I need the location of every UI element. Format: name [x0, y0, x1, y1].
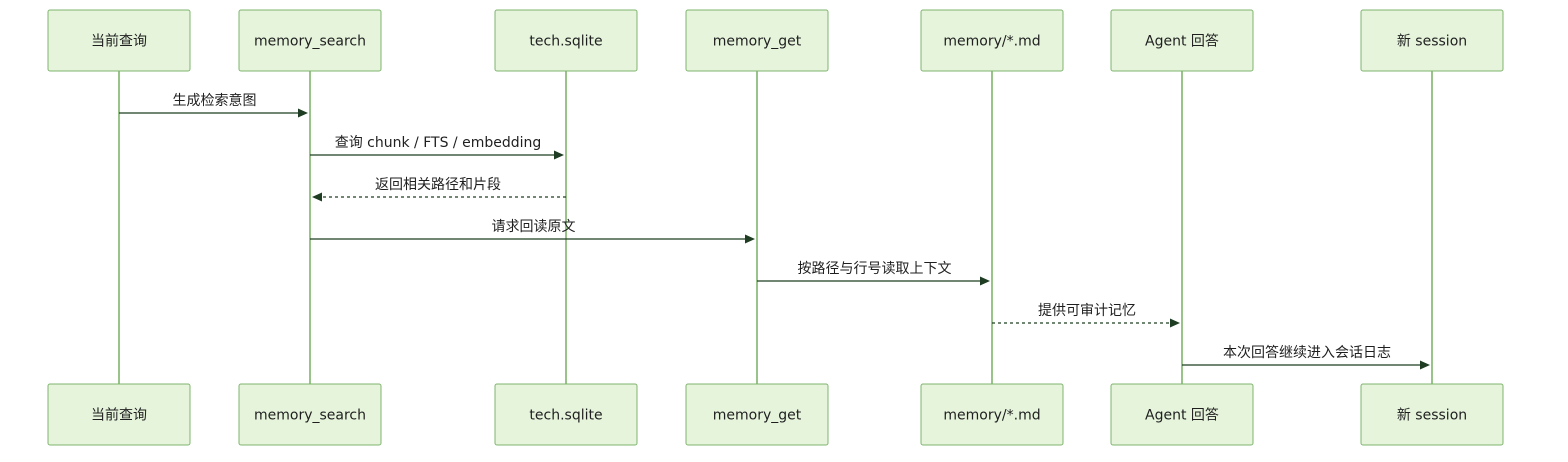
actor-new_session-top: 新 session — [1360, 9, 1504, 72]
actor-box — [494, 383, 638, 446]
actor-label: 新 session — [1397, 408, 1467, 424]
message-3: 返回相关路径和片段 — [312, 177, 566, 202]
actor-query-top: 当前查询 — [47, 9, 191, 72]
message-5: 按路径与行号读取上下文 — [757, 260, 990, 286]
actor-box — [1360, 9, 1504, 72]
actor-agent_answer-top: Agent 回答 — [1110, 9, 1254, 72]
arrow-head — [312, 192, 322, 202]
message-4: 请求回读原文 — [310, 218, 755, 244]
actor-box — [238, 383, 382, 446]
actor-memory_get-bottom: memory_get — [685, 383, 829, 446]
actor-label: memory_search — [254, 34, 366, 50]
message-label: 本次回答继续进入会话日志 — [1223, 344, 1391, 361]
message-label: 查询 chunk / FTS / embedding — [335, 135, 542, 151]
actor-box — [494, 9, 638, 72]
actor-memory_get-top: memory_get — [685, 9, 829, 72]
actor-label: 新 session — [1397, 34, 1467, 50]
message-label: 提供可审计记忆 — [1038, 303, 1136, 319]
actor-box — [47, 383, 191, 446]
actor-label: memory_get — [713, 408, 802, 424]
arrow-head — [298, 108, 308, 118]
message-label: 返回相关路径和片段 — [375, 177, 501, 193]
actor-query-bottom: 当前查询 — [47, 383, 191, 446]
actor-memory_md-bottom: memory/*.md — [920, 383, 1064, 446]
actor-agent_answer-bottom: Agent 回答 — [1110, 383, 1254, 446]
actor-box — [1360, 383, 1504, 446]
actor-label: 当前查询 — [91, 33, 147, 50]
arrow-head — [554, 150, 564, 160]
actor-box — [1110, 383, 1254, 446]
actor-box — [920, 383, 1064, 446]
actor-memory_md-top: memory/*.md — [920, 9, 1064, 72]
message-6: 提供可审计记忆 — [992, 303, 1180, 328]
message-2: 查询 chunk / FTS / embedding — [310, 135, 564, 160]
actor-box — [920, 9, 1064, 72]
message-7: 本次回答继续进入会话日志 — [1182, 344, 1430, 370]
actor-label: memory/*.md — [943, 408, 1040, 424]
message-1: 生成检索意图 — [119, 92, 308, 118]
actor-label: tech.sqlite — [529, 34, 602, 50]
actor-box — [47, 9, 191, 72]
message-label: 按路径与行号读取上下文 — [798, 260, 952, 277]
actor-label: memory/*.md — [943, 34, 1040, 50]
message-label: 请求回读原文 — [492, 218, 576, 235]
message-label: 生成检索意图 — [173, 92, 257, 109]
actor-label: Agent 回答 — [1145, 407, 1219, 424]
arrow-head — [745, 234, 755, 244]
arrow-head — [1170, 318, 1180, 328]
arrow-head — [980, 276, 990, 286]
actor-new_session-bottom: 新 session — [1360, 383, 1504, 446]
actor-memory_search-top: memory_search — [238, 9, 382, 72]
actor-memory_search-bottom: memory_search — [238, 383, 382, 446]
actor-label: tech.sqlite — [529, 408, 602, 424]
actor-box — [685, 383, 829, 446]
actor-tech_sqlite-top: tech.sqlite — [494, 9, 638, 72]
actor-box — [685, 9, 829, 72]
actor-label: Agent 回答 — [1145, 33, 1219, 50]
actor-tech_sqlite-bottom: tech.sqlite — [494, 383, 638, 446]
actor-label: memory_get — [713, 34, 802, 50]
actor-box — [1110, 9, 1254, 72]
actor-box — [238, 9, 382, 72]
actor-label: 当前查询 — [91, 407, 147, 424]
actor-label: memory_search — [254, 408, 366, 424]
arrow-head — [1420, 360, 1430, 370]
